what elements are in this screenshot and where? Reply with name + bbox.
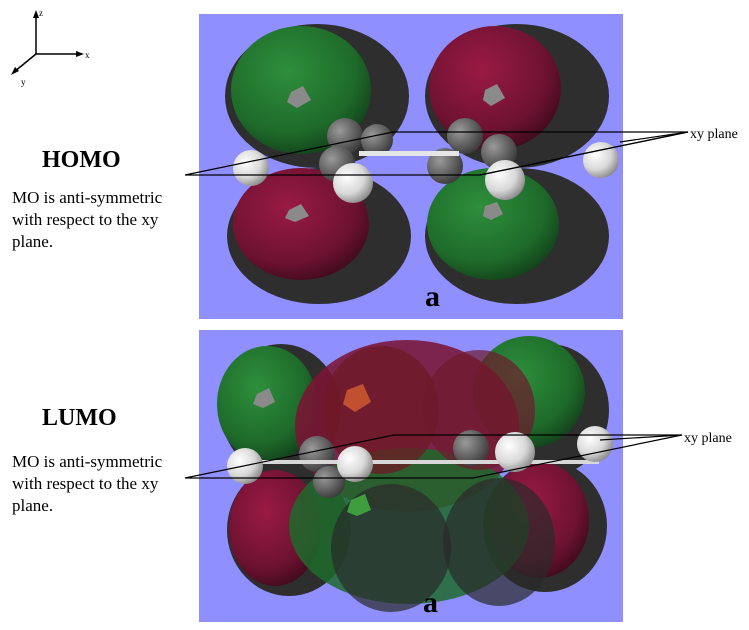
lumo-xy-plane-label: xy plane	[684, 431, 732, 446]
z-axis-label: z	[39, 8, 43, 18]
x-axis-label: x	[85, 50, 90, 60]
homo-symmetry-label: a	[425, 280, 440, 313]
lumo-description: MO is anti-symmetric with respect to the…	[12, 452, 163, 515]
lumo-symmetry-label: a	[423, 586, 438, 619]
homo-plane-leader	[619, 131, 689, 143]
homo-orbital-image	[199, 14, 623, 319]
axis-indicator	[11, 10, 84, 75]
lumo-orbital-image	[199, 330, 623, 622]
homo-description: MO is anti-symmetric with respect to the…	[12, 188, 163, 251]
y-axis-label: y	[21, 77, 26, 87]
homo-xy-plane-label: xy plane	[690, 127, 738, 142]
lumo-title: LUMO	[42, 405, 117, 431]
homo-title: HOMO	[42, 147, 121, 173]
